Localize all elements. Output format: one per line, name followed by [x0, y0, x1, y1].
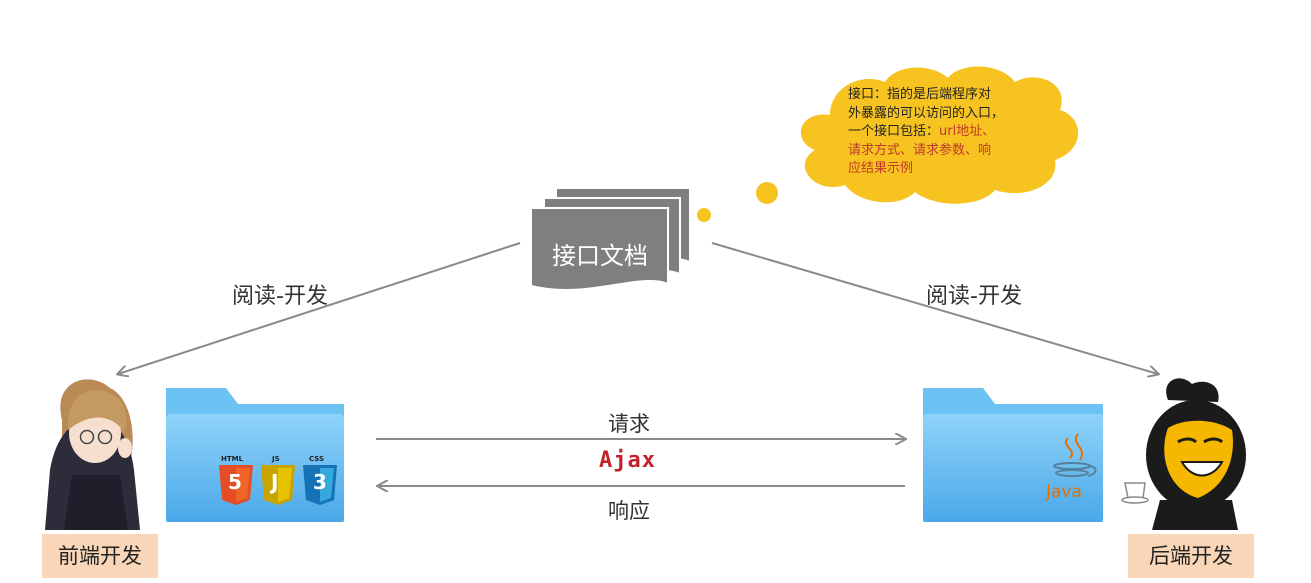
- css3-caption: CSS: [309, 455, 325, 463]
- bubble-line-3-prefix: 一个接口包括：: [848, 124, 940, 139]
- frontend-developer-avatar: [45, 379, 140, 530]
- read-arrow-left: [118, 242, 521, 374]
- bubble-line-1: 接口：指的是后端程序对: [848, 87, 992, 102]
- response-label: 响应: [608, 499, 650, 523]
- api-document-title: 接口文档: [552, 242, 648, 270]
- bubble-line-2: 外暴露的可以访问的入口，: [848, 105, 1005, 121]
- html5-glyph: 5: [228, 470, 242, 494]
- request-label: 请求: [608, 412, 650, 436]
- bubble-line-3: 一个接口包括：url地址、: [848, 123, 1033, 142]
- bubble-line-3-red: url地址、: [939, 124, 996, 139]
- html5-shield-icon: [219, 465, 253, 505]
- right-read-develop-label: 阅读-开发: [926, 284, 1022, 309]
- frontend-developer-tag: 前端开发: [42, 534, 158, 578]
- backend-developer-tag: 后端开发: [1128, 534, 1254, 578]
- bubble-line-4: 请求方式、请求参数、响: [848, 142, 992, 158]
- backend-folder-icon: [923, 388, 1103, 522]
- js-caption: JS: [272, 455, 280, 463]
- js-glyph: J: [271, 470, 279, 494]
- document-stack-icon: [530, 187, 691, 291]
- js-shield-icon: [261, 465, 295, 505]
- bubble-line-5: 应结果示例: [848, 161, 914, 176]
- left-read-develop-label: 阅读-开发: [232, 284, 328, 309]
- css3-shield-icon: [303, 465, 337, 505]
- css3-glyph: 3: [313, 470, 327, 494]
- backend-developer-avatar: [1121, 378, 1246, 530]
- java-logo-text: Java: [1046, 482, 1082, 502]
- ajax-label: Ajax: [599, 448, 656, 473]
- bubble-dot-medium: [697, 208, 711, 222]
- read-arrow-right: [711, 242, 1158, 374]
- bubble-dot-large: [756, 182, 778, 204]
- frontend-folder-icon: [166, 388, 344, 522]
- thought-bubble-text: 接口：指的是后端程序对 外暴露的可以访问的入口， 一个接口包括：url地址、 请…: [848, 86, 1033, 179]
- html5-caption: HTML: [221, 455, 244, 463]
- java-cup-icon: [1053, 433, 1097, 477]
